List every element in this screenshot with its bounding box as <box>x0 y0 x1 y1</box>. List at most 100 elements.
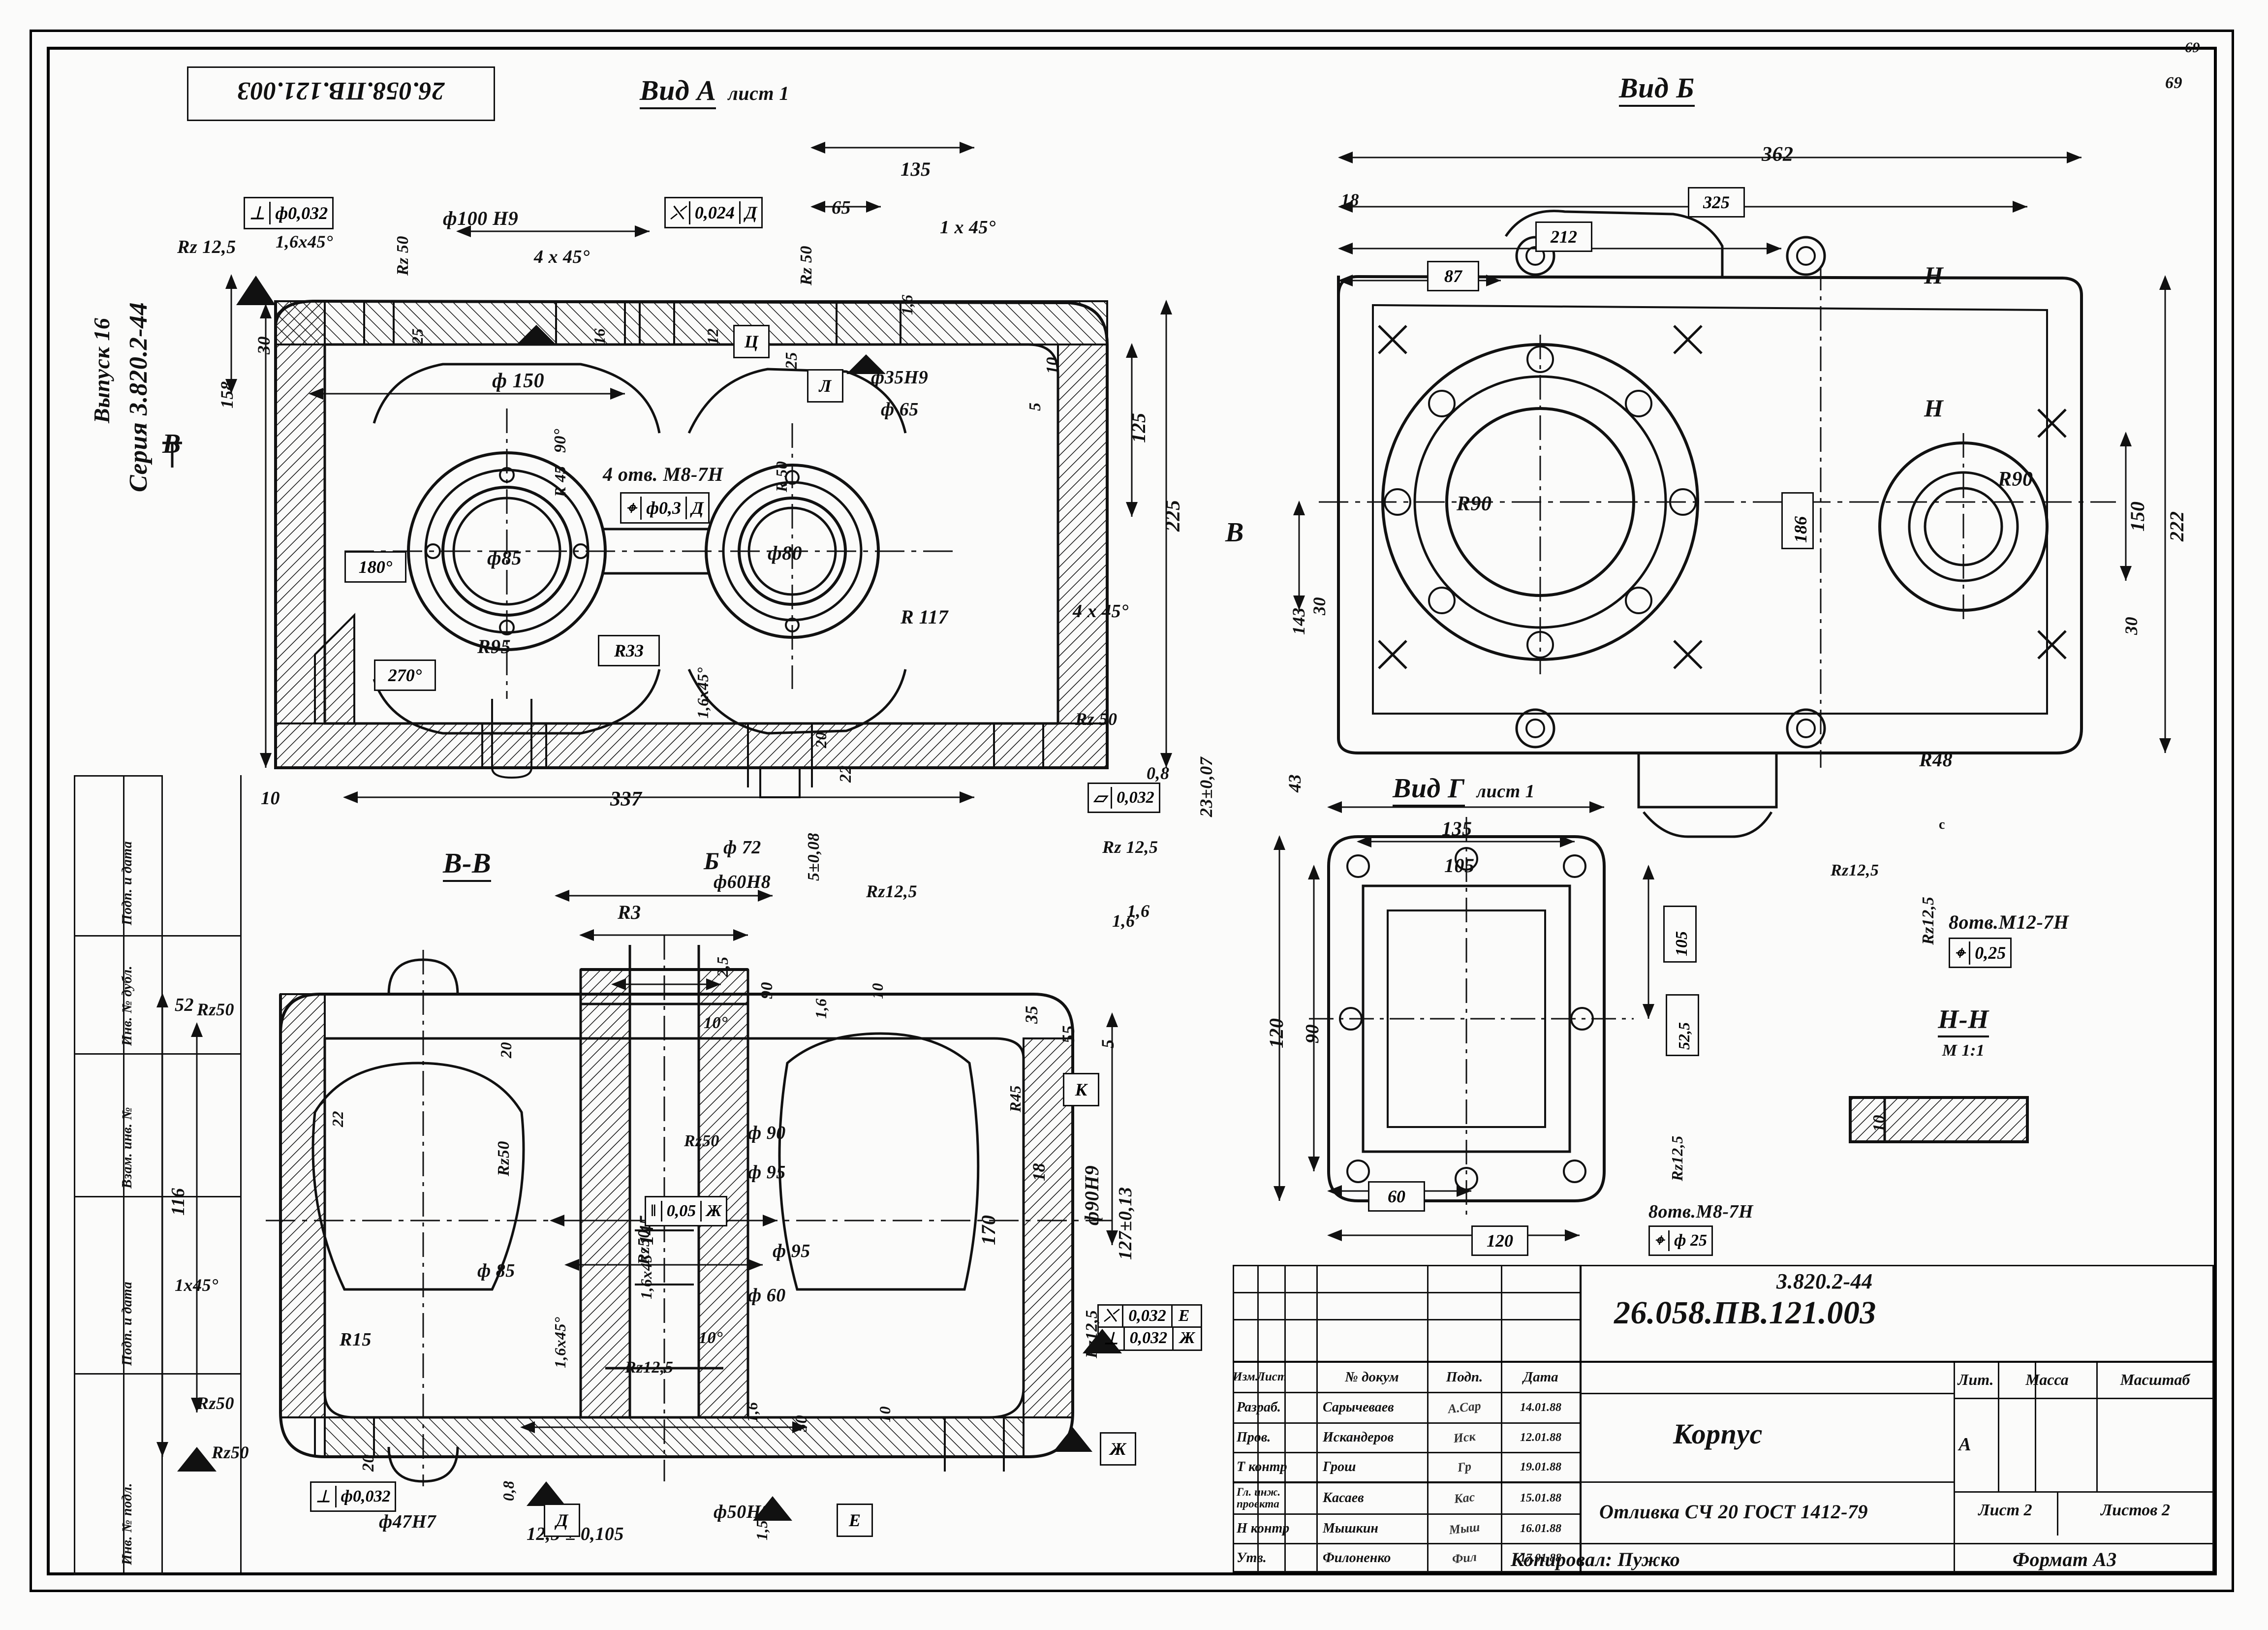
issue-label: Выпуск 16 <box>89 317 114 423</box>
dim-vv-r45: R45 <box>1006 1085 1024 1112</box>
tol-val-vv1: 0,05 <box>662 1201 702 1222</box>
dim-b-212: 212 <box>1535 221 1592 252</box>
tol-sym-pos: ⌖ <box>621 496 642 520</box>
datum-l: Л <box>807 369 843 403</box>
inner-border-left <box>47 47 50 1575</box>
view-vv-title: В-В <box>443 847 492 882</box>
dim-vv-08: 0,8 <box>499 1480 517 1502</box>
dim-vv-52: 52 <box>175 995 194 1015</box>
dim-vv-25: 2,5 <box>714 956 731 977</box>
sheets-label: Листов 2 <box>2100 1501 2170 1519</box>
dim-vv-20b: 20 <box>359 1454 377 1472</box>
dim-vv-127: 127±0,13 <box>1115 1187 1136 1260</box>
tolerance-frame-a2: ⤬ 0,024 Д <box>664 197 763 228</box>
dim-vv-r3: R3 <box>618 901 641 923</box>
section-mark-v-left: В <box>162 429 181 459</box>
dim-a-225: 225 <box>1162 500 1184 532</box>
tol-val-g: ф 25 <box>1674 1231 1707 1250</box>
row-role-3: Гл. инж. проекта <box>1237 1485 1281 1510</box>
dim-a-25b: 25 <box>782 352 801 369</box>
rough-a-08: 0,8 <box>1147 763 1170 783</box>
col-header-podp: Подп. <box>1446 1369 1483 1385</box>
note-c: с <box>1939 817 1945 832</box>
scale-header: Масштаб <box>2120 1370 2190 1388</box>
callout-b-m12: 8отв.М12-7Н <box>1949 911 2069 933</box>
tolerance-frame-g: ⌖ ф 25 <box>1648 1225 1713 1256</box>
stamp-row-0: Подп. и дата <box>120 841 135 925</box>
dim-a-r117: R 117 <box>901 606 948 628</box>
tol-sym-par: ‖ <box>646 1201 662 1222</box>
dim-vv-5tol: 5±0,08 <box>805 832 823 881</box>
row-date-1: 12.01.88 <box>1520 1431 1561 1444</box>
rough-a-6: R 50 <box>773 461 790 492</box>
dim-vv-d72: ф 72 <box>723 837 761 858</box>
row-name-3: Касаев <box>1323 1490 1364 1505</box>
tol-val: ф0,032 <box>275 203 328 223</box>
dim-vv-d50: ф50Н8 <box>714 1502 771 1522</box>
rough-vv-8: Rz12,5 <box>625 1358 674 1377</box>
top-left-designation-box <box>187 66 495 121</box>
dim-b-150: 150 <box>2126 501 2148 532</box>
tol-sym-perp: ⊥ <box>245 202 271 224</box>
dim-vv-d60b: ф 60 <box>748 1285 786 1306</box>
dim-vv-18: 18 <box>1029 1163 1049 1181</box>
dim-vv-16x45a: 1,6x45° <box>551 1317 569 1368</box>
dim-vv-90: 90 <box>758 982 776 999</box>
tol-sym-x: ⤬ <box>666 201 690 224</box>
tolerance-frame-a3: ⌖ ф0,3 Д <box>620 492 710 524</box>
tol-datum-vv1: Ж <box>706 1202 722 1220</box>
row-date-3: 15.01.88 <box>1520 1491 1561 1505</box>
dim-a-d85: ф85 <box>487 547 522 569</box>
rough-a-3: Rz 50 <box>797 246 815 285</box>
stamp-row-4: Инв. № подл. <box>120 1483 135 1565</box>
row-role-4: Н контр <box>1237 1521 1290 1536</box>
rough-b: Rz12,5 <box>1919 896 1937 945</box>
title-block <box>1233 1265 2214 1572</box>
dim-b-18: 18 <box>1341 190 1359 210</box>
view-vv-title-group: В-В <box>443 846 492 882</box>
sheet-border-right <box>2232 30 2234 1592</box>
series-label: Серия 3.820.2-44 <box>124 302 153 492</box>
dim-a-125: 125 <box>1127 412 1150 443</box>
tol-sym-flat: ▱ <box>1089 787 1113 809</box>
row-name-1: Искандеров <box>1323 1430 1394 1445</box>
view-g-title-group: Вид Г лист 1 <box>1393 773 1535 807</box>
inner-border-top <box>47 47 2217 50</box>
tol-sym-perp-vv4: ⊥ <box>311 1486 337 1507</box>
col-header-izm: Изм. <box>1233 1370 1258 1383</box>
view-hh-scale: М 1:1 <box>1942 1041 1985 1060</box>
radius-r33: R33 <box>598 635 660 666</box>
dim-g-90: 90 <box>1302 1024 1323 1043</box>
view-b-title-group: Вид Б <box>1619 71 1695 107</box>
dim-b-87: 87 <box>1427 261 1479 291</box>
inner-border-right <box>2214 47 2217 1575</box>
callout-a-m8: 4 отв. М8-7Н <box>603 463 723 485</box>
row-date-5: 17.01.88 <box>1520 1551 1561 1565</box>
dim-vv-d90: ф 90 <box>748 1123 786 1143</box>
dim-vv-d95b: ф 95 <box>773 1241 810 1261</box>
mass-header: Масса <box>2025 1370 2069 1388</box>
row-name-2: Грош <box>1323 1459 1356 1474</box>
dim-a-4x45: 4 x 45° <box>534 247 590 267</box>
dim-g-105: 105 <box>1444 854 1475 877</box>
row-role-5: Утв. <box>1237 1550 1267 1566</box>
dim-b-325: 325 <box>1688 187 1745 218</box>
dim-b-186: 186 <box>1781 492 1814 549</box>
dim-vv-d85: ф 85 <box>477 1260 515 1281</box>
view-hh-title-group: Н-Н М 1:1 <box>1895 1004 2032 1060</box>
dim-g-120b: 120 <box>1471 1225 1528 1256</box>
format-label: Формат А3 <box>2013 1548 2117 1570</box>
view-g-subtitle: лист 1 <box>1476 781 1535 802</box>
rough-a-2: Rz 50 <box>394 236 412 276</box>
row-date-0: 14.01.88 <box>1520 1401 1561 1414</box>
designation-series: 3.820.2-44 <box>1776 1269 1873 1293</box>
tol-val-vv3: 0,032 <box>1125 1328 1174 1349</box>
dim-a-16: 16 <box>590 328 608 345</box>
page-number-outer: 69 <box>2185 39 2200 56</box>
dim-vv-d47: ф47Н7 <box>379 1511 436 1532</box>
angle-270: 270° <box>374 659 436 691</box>
dim-hh-10: 10 <box>1870 1115 1888 1132</box>
dim-vv-116: 116 <box>168 1188 188 1216</box>
dim-g-105b: 105 <box>1663 906 1697 963</box>
dim-vv-50: 50 <box>792 1415 810 1432</box>
